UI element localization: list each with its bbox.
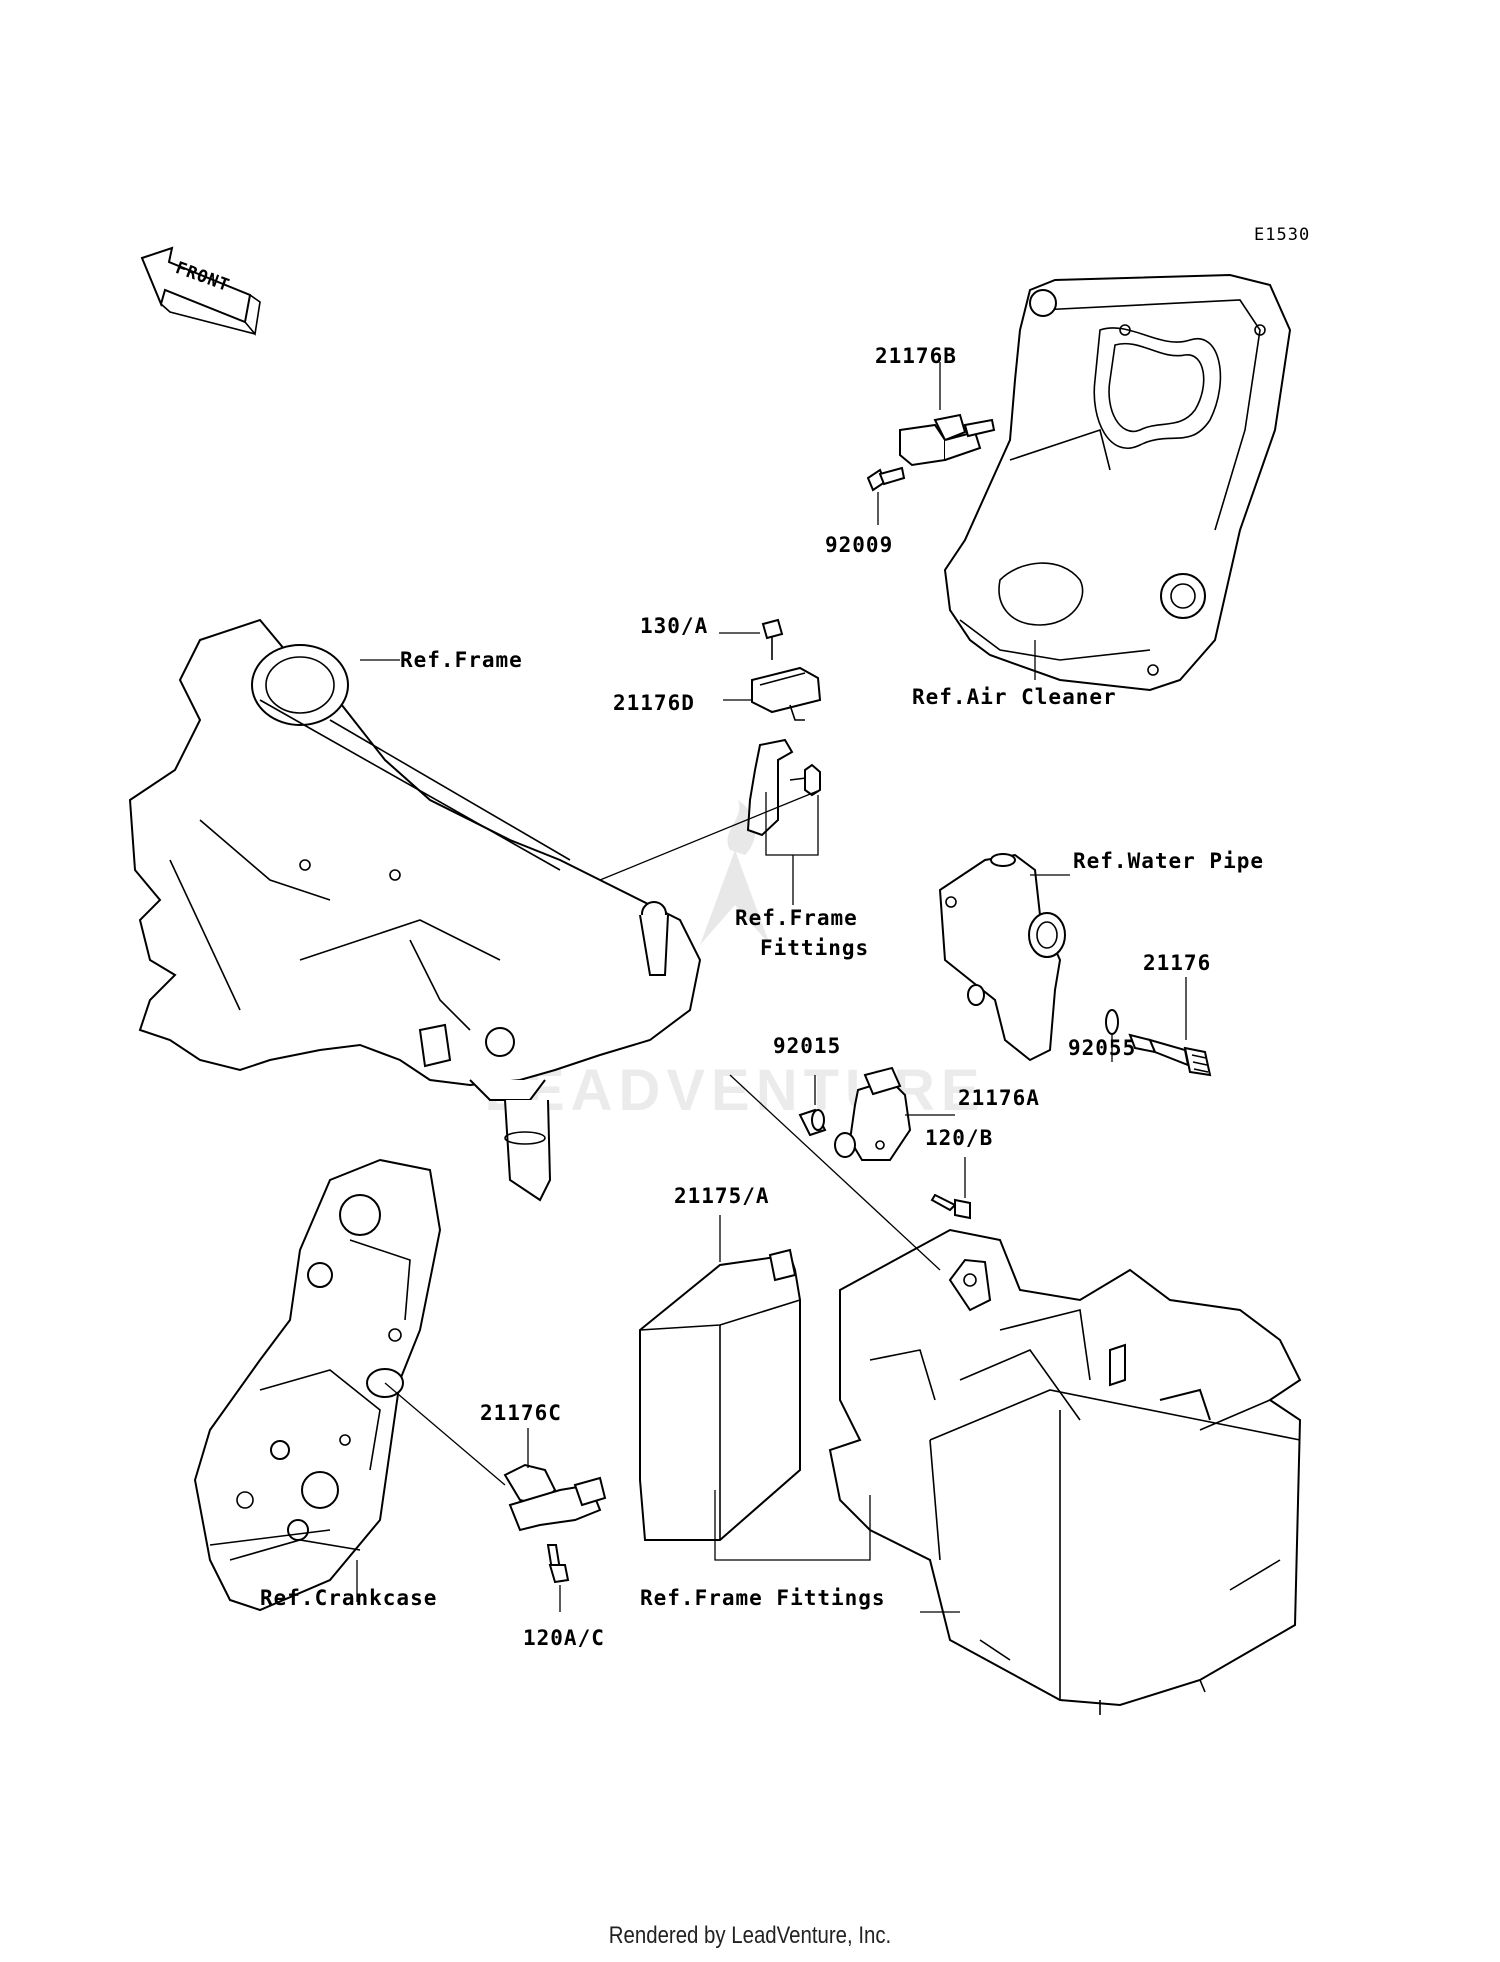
label-ref-frame-fittings-battery: Ref.Frame Fittings [640,1586,886,1610]
screw-120AC [546,1544,570,1584]
pressure-sensor-21176D [750,666,822,721]
water-pipe [938,853,1066,1062]
collar-92015 [798,1108,827,1137]
diagram-code: E1530 [1254,225,1310,245]
label-92055: 92055 [1068,1036,1136,1060]
screw-120B [930,1193,971,1220]
label-92009: 92009 [825,533,893,557]
sensor-bracket [746,738,821,837]
water-temp-sensor-21176 [1128,1033,1212,1077]
label-ref-crankcase: Ref.Crankcase [260,1586,437,1610]
bolt-130A [761,618,784,660]
label-130A: 130/A [640,614,708,638]
label-21176: 21176 [1143,951,1211,975]
label-ref-frame: Ref.Frame [400,648,523,672]
front-arrow-icon: FRONT [140,246,261,336]
label-92015: 92015 [773,1034,841,1058]
label-21176C: 21176C [480,1401,562,1425]
label-21176D: 21176D [613,691,695,715]
throttle-position-sensor-21176A [834,1066,912,1161]
battery-case [828,1228,1302,1715]
label-21175A: 21175/A [674,1184,770,1208]
label-120AC: 120A/C [523,1626,605,1650]
screw-92009 [866,466,906,492]
label-ref-frame-fittings-line2: Fittings [760,936,869,960]
label-ref-frame-fittings-line1: Ref.Frame [735,906,858,930]
label-21176A: 21176A [958,1086,1040,1110]
crankcase [193,1158,442,1612]
label-120B: 120/B [925,1126,993,1150]
ecu-21175A [639,1248,801,1541]
label-ref-water-pipe: Ref.Water Pipe [1073,849,1264,873]
air-cleaner-housing [943,273,1292,692]
o-ring-92055 [1105,1009,1119,1035]
intake-air-temp-sensor-21176B [899,413,996,467]
frame [128,618,702,1202]
footer-credit: Rendered by LeadVenture, Inc. [608,1922,892,1949]
label-ref-air-cleaner: Ref.Air Cleaner [912,685,1117,709]
label-21176B: 21176B [875,344,957,368]
crank-position-sensor-21176C [503,1463,607,1532]
